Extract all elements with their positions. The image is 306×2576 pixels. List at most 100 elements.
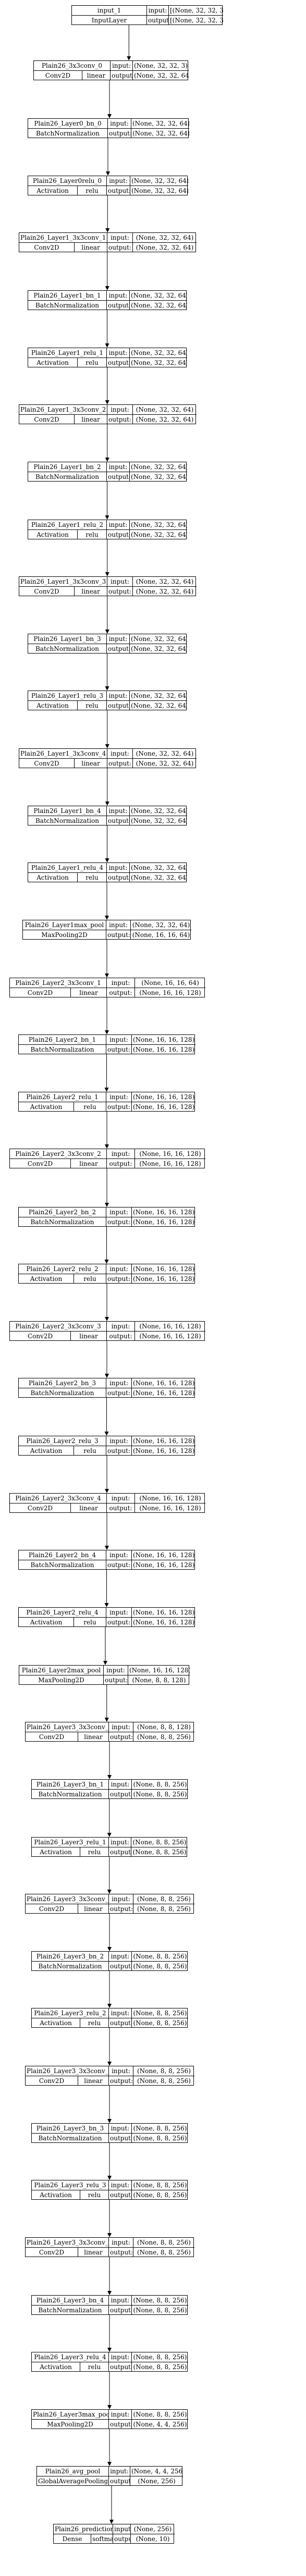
input-shape: (None, 16, 16, 128)	[132, 1264, 195, 1274]
output-label: output:	[107, 988, 135, 997]
input-label: input:	[107, 462, 130, 472]
output-label: output:	[107, 1331, 135, 1340]
layer-name: Plain26_Layer3_bn_2	[32, 1952, 109, 1962]
layer-name: Plain26_Layer1_3x3conv_1	[19, 233, 107, 243]
layer-class: Activation	[32, 2362, 80, 2371]
layer-name: Plain26_Layer2_relu_1	[19, 1092, 106, 1102]
output-shape: (None, 8, 8, 256)	[132, 1848, 187, 1856]
input-label: input:	[109, 2066, 133, 2076]
input-shape: (None, 16, 16, 64)	[135, 978, 205, 988]
input-label: input:	[107, 978, 135, 988]
input-label: input:	[109, 1722, 133, 1732]
output-label: output:	[108, 644, 130, 653]
input-shape: (None, 8, 8, 256)	[132, 2296, 188, 2306]
input-label: input:	[106, 1436, 132, 1446]
edge-arrowhead	[105, 802, 109, 806]
output-label: output:	[105, 1675, 128, 1684]
edge-arrowhead	[107, 1890, 112, 1894]
edge-arrowhead	[105, 744, 109, 748]
output-shape: (None, 8, 8, 128)	[132, 1676, 186, 1684]
layer-activation: softmax	[91, 2534, 113, 2543]
layer-name: Plain26_Layer3_3x3conv_1	[26, 1722, 109, 1732]
layer-name: Plain26_Layer0_bn_0	[28, 119, 108, 129]
edge-arrowhead	[107, 1833, 112, 1837]
input-shape: (None, 16, 16, 128)	[132, 1550, 195, 1560]
input-shape: (None, 32, 32, 64)	[130, 348, 187, 358]
edge-arrowhead	[105, 286, 109, 290]
layer-name: Plain26_Layer3_bn_3	[32, 2124, 109, 2134]
input-shape: (None, 32, 32, 64)	[133, 233, 197, 243]
input-label: input:	[107, 1494, 135, 1503]
input-label: input:	[107, 348, 130, 358]
layer-activation: relu	[74, 1617, 106, 1626]
output-shape: (None, 10)	[136, 2535, 170, 2543]
layer-class: BatchNormalization	[19, 1388, 106, 1397]
output-shape: [(None, 32, 32, 3)]	[170, 16, 223, 24]
layer-activation: relu	[80, 2362, 109, 2371]
layer-activation: linear	[71, 1503, 107, 1512]
input-label: input:	[107, 1149, 135, 1159]
output-shape: (None, 32, 32, 64)	[131, 701, 187, 709]
output-label: output:	[110, 1732, 133, 1741]
layer-name: Plain26_Layer2_3x3conv_1	[10, 978, 107, 988]
edge-arrowhead	[105, 916, 109, 920]
input-shape: (None, 8, 8, 256)	[132, 2352, 188, 2362]
input-label: input:	[109, 2124, 132, 2134]
output-label: output:	[110, 2305, 132, 2314]
layer-activation: relu	[80, 2018, 109, 2027]
layer-class: Activation	[32, 2190, 80, 2199]
input-shape: (None, 32, 32, 64)	[130, 691, 187, 701]
output-label: output:	[110, 1904, 133, 1913]
input-label: input:	[109, 2180, 132, 2190]
output-label: output:	[108, 472, 130, 481]
input-label: input:	[107, 577, 133, 587]
output-shape: (None, 32, 32, 64)	[136, 415, 194, 423]
edge-arrowhead	[107, 2348, 112, 2352]
layer-name: Plain26_Layer0relu_0	[28, 176, 107, 186]
output-label: output:	[112, 70, 133, 80]
layer-class: BatchNormalization	[28, 644, 107, 653]
output-shape: (None, 8, 8, 256)	[133, 1790, 187, 1798]
layer-class: Activation	[19, 1274, 74, 1283]
layer-activation: relu	[78, 872, 107, 882]
layer-class: Conv2D	[10, 1503, 71, 1512]
output-shape: (None, 32, 32, 64)	[131, 187, 188, 194]
layer-name: Plain26_3x3conv_0	[34, 61, 111, 71]
edge-arrowhead	[104, 1718, 109, 1722]
layer-name: Plain26_Layer3_3x3conv_4	[26, 2238, 109, 2248]
layer-activation: relu	[74, 1446, 106, 1455]
input-label: input:	[113, 2524, 131, 2534]
layer-activation: linear	[75, 758, 107, 768]
edge-arrowhead	[104, 1432, 109, 1436]
layer-activation: linear	[71, 1331, 107, 1340]
input-label: input:	[107, 863, 130, 873]
input-label: input:	[107, 749, 133, 759]
input-label: input:	[109, 2410, 132, 2420]
output-label: output:	[107, 1503, 135, 1512]
output-label: output:	[110, 2076, 133, 2085]
output-shape: (None, 8, 8, 256)	[133, 2019, 187, 2027]
output-shape: (None, 256)	[138, 2477, 176, 2485]
output-label: output:	[106, 1217, 132, 1226]
input-label: input:	[109, 1838, 131, 1847]
output-label: output:	[148, 15, 169, 24]
edge-arrowhead	[107, 1947, 112, 1951]
output-shape: (None, 16, 16, 64)	[132, 931, 190, 939]
layer-activation: linear	[75, 242, 107, 252]
input-label: input:	[108, 119, 131, 129]
layer-name: Plain26_Layer1_bn_4	[28, 806, 107, 816]
